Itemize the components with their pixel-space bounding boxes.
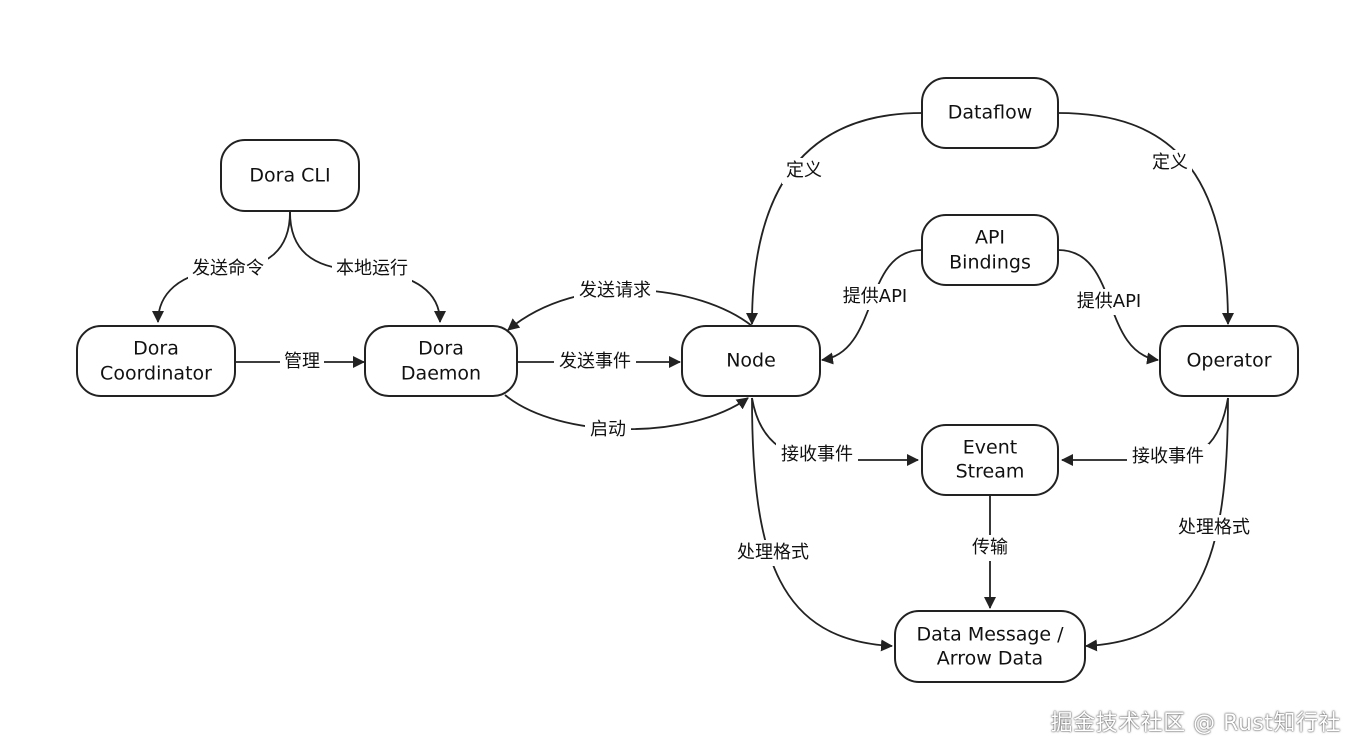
svg-text:API: API bbox=[975, 227, 1005, 249]
svg-text:Bindings: Bindings bbox=[949, 252, 1031, 274]
edge-label-api-to-operator: 提供API bbox=[1072, 289, 1146, 315]
svg-text:本地运行: 本地运行 bbox=[336, 258, 408, 279]
node-api-bindings: API Bindings bbox=[921, 214, 1059, 286]
svg-text:Dora: Dora bbox=[418, 338, 464, 360]
edge-label-cli-to-coordinator: 发送命令 bbox=[188, 256, 268, 282]
svg-text:接收事件: 接收事件 bbox=[1132, 446, 1204, 467]
edge-label-api-to-node: 提供API bbox=[838, 284, 912, 310]
svg-text:提供API: 提供API bbox=[1077, 291, 1141, 312]
svg-text:Stream: Stream bbox=[956, 461, 1025, 483]
node-dataflow: Dataflow bbox=[921, 77, 1059, 149]
edge-label-operator-receives-events: 接收事件 bbox=[1127, 444, 1209, 470]
svg-text:Data Message /: Data Message / bbox=[916, 624, 1064, 646]
svg-text:提供API: 提供API bbox=[843, 286, 907, 307]
edge-label-node-to-daemon: 发送请求 bbox=[574, 278, 656, 304]
svg-text:Dora: Dora bbox=[133, 338, 179, 360]
edge-label-dataflow-to-node: 定义 bbox=[782, 158, 826, 184]
edge-node-to-message bbox=[751, 397, 893, 652]
edge-label-daemon-starts-node: 启动 bbox=[585, 417, 631, 443]
svg-text:处理格式: 处理格式 bbox=[737, 542, 809, 563]
svg-text:传输: 传输 bbox=[972, 537, 1008, 558]
svg-text:Arrow Data: Arrow Data bbox=[937, 648, 1043, 670]
edge-label-coordinator-to-daemon: 管理 bbox=[280, 349, 324, 375]
edge-label-cli-to-daemon: 本地运行 bbox=[332, 256, 412, 282]
node-node: Node bbox=[681, 325, 821, 397]
svg-text:Daemon: Daemon bbox=[401, 363, 481, 385]
svg-text:发送事件: 发送事件 bbox=[559, 351, 631, 372]
svg-text:启动: 启动 bbox=[590, 419, 626, 440]
edge-label-dataflow-to-operator: 定义 bbox=[1148, 150, 1192, 176]
svg-text:Node: Node bbox=[726, 350, 776, 372]
edge-label-node-to-message: 处理格式 bbox=[732, 540, 814, 566]
svg-text:定义: 定义 bbox=[786, 160, 822, 181]
svg-text:Dataflow: Dataflow bbox=[948, 102, 1033, 124]
edge-label-stream-to-message: 传输 bbox=[968, 535, 1012, 561]
svg-text:Dora CLI: Dora CLI bbox=[249, 165, 330, 187]
svg-text:定义: 定义 bbox=[1152, 152, 1188, 173]
node-dora-cli: Dora CLI bbox=[220, 139, 360, 212]
node-data-message: Data Message / Arrow Data bbox=[894, 610, 1086, 683]
svg-text:Coordinator: Coordinator bbox=[100, 363, 212, 385]
edge-label-operator-to-message: 处理格式 bbox=[1173, 515, 1255, 541]
edge-label-node-receives-events: 接收事件 bbox=[776, 442, 858, 468]
svg-text:接收事件: 接收事件 bbox=[781, 444, 853, 465]
svg-text:发送请求: 发送请求 bbox=[579, 280, 651, 301]
svg-text:Operator: Operator bbox=[1186, 350, 1271, 372]
svg-text:Event: Event bbox=[963, 437, 1017, 459]
node-operator: Operator bbox=[1159, 325, 1299, 397]
svg-text:处理格式: 处理格式 bbox=[1178, 517, 1250, 538]
node-event-stream: Event Stream bbox=[921, 424, 1059, 496]
watermark-text: 掘金技术社区 @ Rust知行社 bbox=[1050, 711, 1341, 736]
node-dora-coordinator: Dora Coordinator bbox=[76, 325, 236, 397]
edge-label-daemon-to-node-events: 发送事件 bbox=[554, 349, 636, 375]
node-dora-daemon: Dora Daemon bbox=[364, 325, 518, 397]
svg-text:发送命令: 发送命令 bbox=[192, 258, 264, 279]
svg-text:管理: 管理 bbox=[284, 351, 320, 372]
edge-operator-to-message bbox=[1085, 397, 1229, 652]
